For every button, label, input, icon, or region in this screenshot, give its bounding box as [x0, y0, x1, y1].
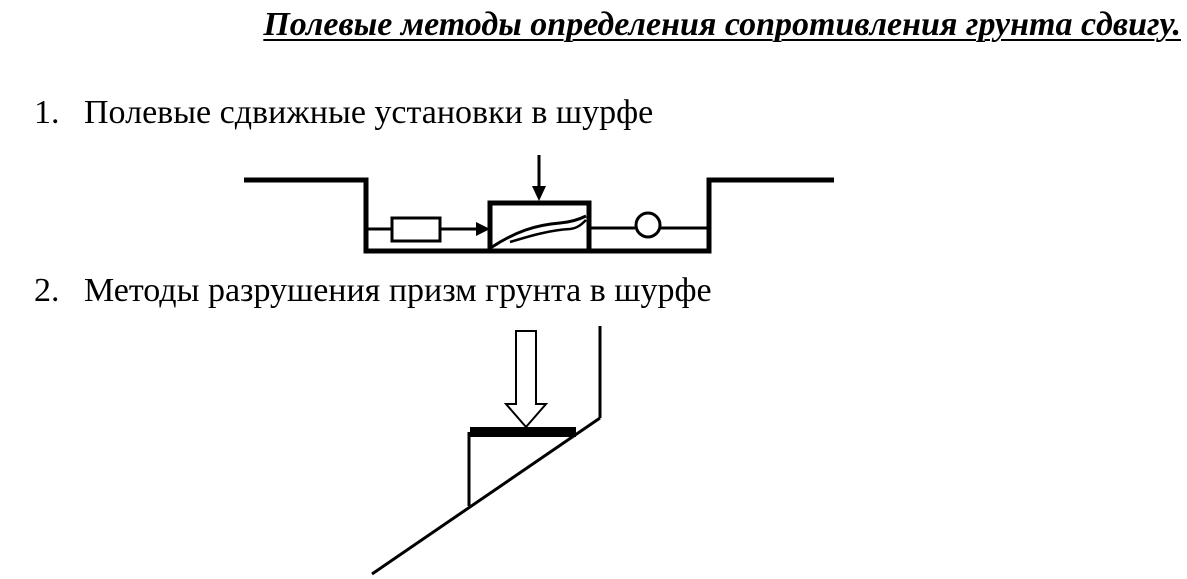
list-item-1: 1. Полевые сдвижные установки в шурфе — [34, 94, 653, 132]
list-item-2-number: 2. — [34, 272, 60, 309]
shear-plane-line — [491, 214, 587, 249]
vertical-load-arrowhead — [532, 186, 546, 201]
shear-plane-line-2 — [509, 219, 587, 244]
page-title: Полевые методы определения сопротивления… — [263, 6, 1181, 43]
slope-line — [371, 416, 601, 576]
load-arrow-icon — [503, 330, 549, 429]
list-item-1-text: Полевые сдвижные установки в шурфе — [84, 94, 654, 131]
list-item-1-number: 1. — [34, 94, 60, 131]
horizontal-force-arrowhead — [476, 222, 490, 236]
list-item-2: 2. Методы разрушения призм грунта в шурфе — [34, 272, 712, 310]
dynamometer-icon — [634, 211, 662, 239]
list-item-2-text: Методы разрушения призм грунта в шурфе — [84, 272, 712, 309]
